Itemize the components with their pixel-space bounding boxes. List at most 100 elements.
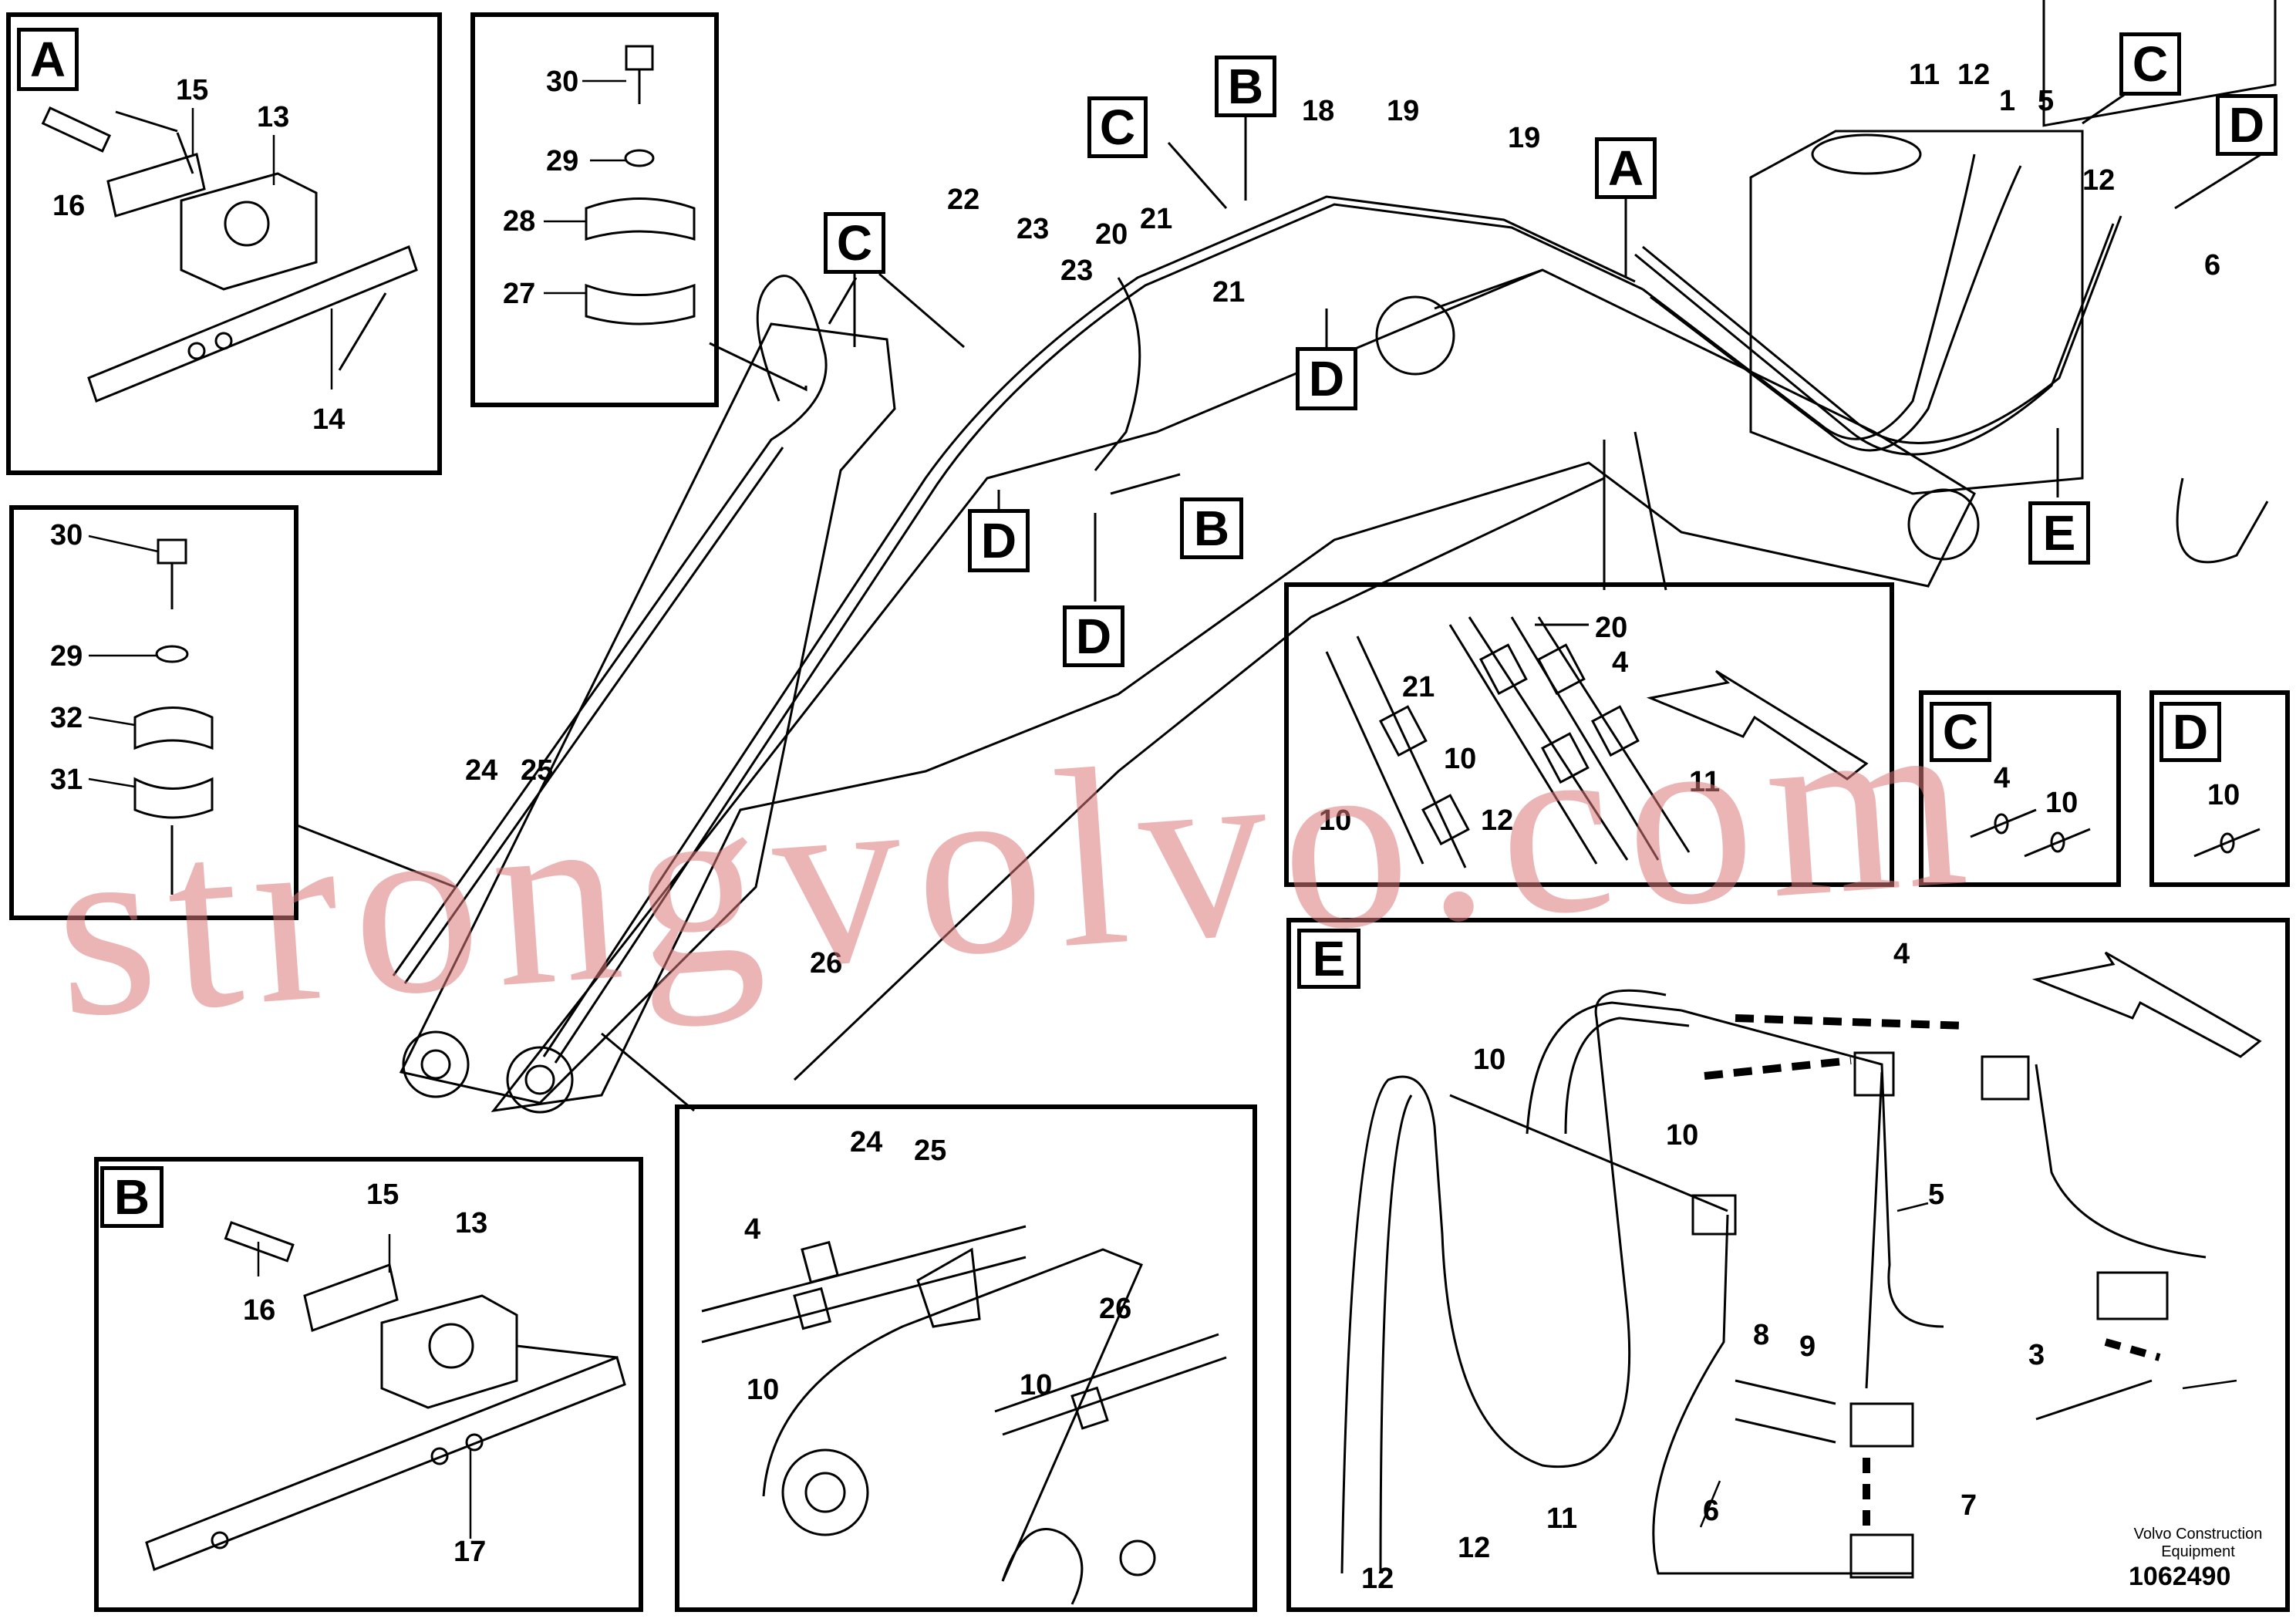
part-label: 23 — [1017, 213, 1050, 245]
hose-routing — [392, 153, 2122, 1064]
part-label: 20 — [1595, 612, 1628, 644]
view-label-d: D — [2159, 702, 2221, 762]
part-label: 9 — [1799, 1330, 1816, 1363]
part-label: 4 — [1994, 762, 2011, 794]
part-label: 11 — [1909, 59, 1940, 91]
part-label: 15 — [176, 74, 209, 106]
part-label: 11 — [1546, 1502, 1578, 1535]
part-label: 6 — [2204, 249, 2221, 282]
callout-e: E — [2028, 501, 2090, 565]
part-label: 5 — [2038, 85, 2055, 117]
part-label: 16 — [243, 1294, 276, 1327]
label-leaders — [88, 79, 2237, 1539]
part-label: 30 — [50, 519, 83, 551]
credit-line-1: Volvo Construction — [2133, 1526, 2263, 1543]
part-label: 20 — [1095, 218, 1128, 251]
credit-line-2: Equipment — [2161, 1543, 2235, 1560]
part-label: 4 — [1612, 646, 1629, 679]
part-label: 21 — [1212, 276, 1246, 309]
part-label: 10 — [1319, 804, 1352, 837]
part-label: 3 — [2028, 1339, 2045, 1371]
publisher-credit: Volvo Construction Equipment — [2113, 1526, 2283, 1561]
part-label: 10 — [1444, 743, 1477, 775]
part-label: 10 — [747, 1374, 780, 1406]
part-label: 27 — [503, 278, 536, 310]
part-label: 26 — [810, 947, 843, 980]
e-parts — [1340, 951, 2262, 1579]
callout-d-2: D — [968, 509, 1030, 572]
part-label: 22 — [947, 184, 980, 216]
part-label: 12 — [1458, 1532, 1491, 1564]
detail-box-e — [1286, 918, 2290, 1612]
part-label: 32 — [50, 702, 83, 734]
a-inset-parts — [1325, 616, 1869, 868]
part-label: 4 — [744, 1213, 761, 1246]
part-label: 12 — [1957, 59, 1991, 91]
part-label: 30 — [546, 66, 579, 98]
part-label: 11 — [1689, 766, 1721, 798]
detail-box-arm-inset — [675, 1104, 1257, 1612]
part-label: 10 — [2045, 787, 2079, 819]
part-label: 10 — [1473, 1044, 1506, 1076]
clamp-top-parts — [585, 45, 696, 325]
part-label: 24 — [850, 1126, 883, 1158]
tank-valve — [1749, 0, 2277, 564]
callout-d-4: D — [2216, 94, 2277, 156]
part-label: 16 — [52, 190, 86, 222]
callout-leaders — [296, 72, 2268, 1112]
detail-a-parts — [41, 106, 418, 403]
part-label: 18 — [1302, 95, 1335, 127]
view-label-a: A — [17, 28, 79, 91]
part-label: 4 — [1893, 938, 1910, 970]
view-label-e: E — [1297, 929, 1360, 989]
detail-box-a — [6, 12, 442, 475]
part-label: 12 — [1361, 1563, 1394, 1595]
part-label: 29 — [50, 640, 83, 673]
part-label: 31 — [50, 764, 83, 796]
part-label: 6 — [1703, 1495, 1720, 1527]
detail-box-a-inset — [1284, 582, 1894, 887]
clamp-left-parts — [133, 538, 214, 895]
part-label: 8 — [1753, 1319, 1770, 1351]
part-label: 17 — [453, 1536, 487, 1568]
arm-inset-parts — [701, 1225, 1227, 1605]
callout-c-2: C — [1087, 96, 1148, 158]
part-label: 21 — [1402, 671, 1435, 703]
callout-b-2: B — [1180, 497, 1243, 559]
part-label: 26 — [1099, 1293, 1132, 1325]
detail-b-parts — [145, 1221, 626, 1572]
detail-box-clamp-top — [470, 12, 719, 407]
part-label: 28 — [503, 205, 536, 238]
part-label: 12 — [1481, 804, 1514, 837]
part-label: 14 — [312, 403, 346, 436]
part-label: 7 — [1961, 1489, 1977, 1522]
part-label: 25 — [521, 754, 554, 787]
part-label: 13 — [257, 101, 290, 133]
part-label: 10 — [2207, 779, 2240, 811]
part-label: 19 — [1508, 122, 1541, 154]
part-label: 29 — [546, 145, 579, 177]
cd-parts — [1970, 808, 2261, 858]
part-label: 19 — [1387, 95, 1420, 127]
part-label: 21 — [1140, 203, 1173, 235]
callout-c-1: C — [824, 212, 885, 274]
part-label: 1 — [1999, 85, 2016, 117]
callout-d-1: D — [1296, 347, 1357, 410]
part-label: 5 — [1928, 1179, 1945, 1211]
part-label: 13 — [455, 1207, 488, 1239]
callout-a: A — [1595, 137, 1657, 199]
callout-b-1: B — [1215, 56, 1276, 117]
part-label: 12 — [2082, 164, 2116, 197]
view-label-b: B — [100, 1166, 164, 1228]
detail-box-b — [94, 1157, 643, 1612]
part-label: 25 — [914, 1135, 947, 1167]
document-number: 1062490 — [2129, 1562, 2231, 1591]
callout-d-3: D — [1063, 605, 1124, 667]
part-label: 10 — [1666, 1119, 1699, 1152]
detail-box-clamp-left — [9, 505, 298, 920]
boom-arm-outline — [399, 268, 1980, 1114]
part-label: 15 — [366, 1179, 400, 1211]
callout-c-3: C — [2119, 32, 2181, 96]
